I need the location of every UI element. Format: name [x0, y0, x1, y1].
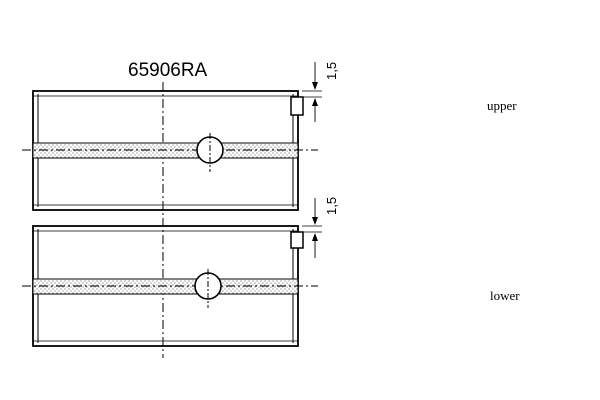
- lower-position-label: lower: [490, 288, 520, 303]
- upper-dimension-label: 1,5: [324, 62, 339, 80]
- lower-dim-arrowhead-bottom: [312, 233, 318, 241]
- upper-dim-arrowhead-top: [312, 82, 318, 90]
- lower-locating-lug: [290, 231, 304, 249]
- upper-dim-arrowhead-bottom: [312, 98, 318, 106]
- upper-locating-lug: [290, 96, 304, 116]
- part-number-label: 65906RA: [128, 60, 208, 81]
- upper-shell: 1,5: [22, 62, 339, 211]
- lower-dim-arrowhead-top: [312, 217, 318, 225]
- lower-dimension-label: 1,5: [324, 197, 339, 215]
- upper-position-label: upper: [487, 98, 517, 113]
- lower-shell: 1,5: [22, 197, 339, 347]
